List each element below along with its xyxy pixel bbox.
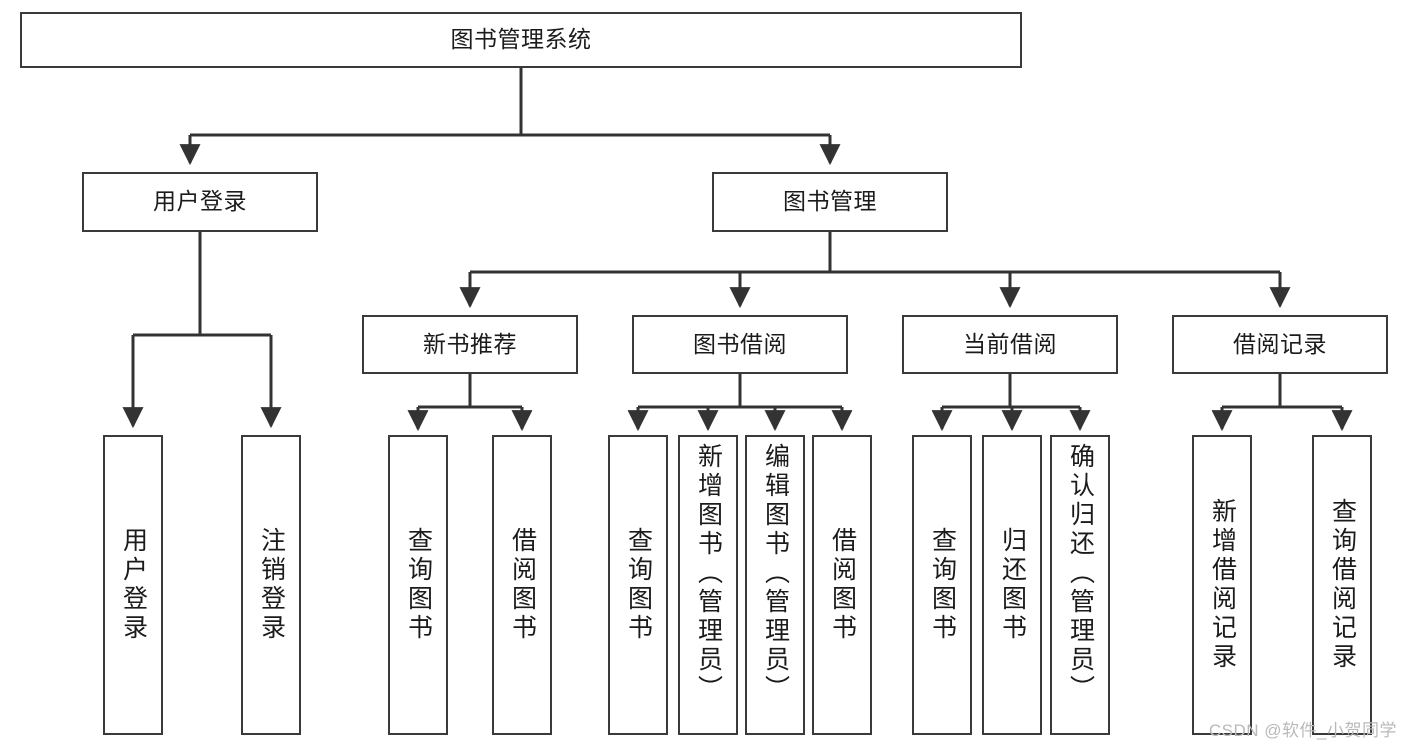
node-leaf-user-login-label: 用户登录 [119, 527, 148, 643]
watermark-text: CSDN @软件_小贺同学 [1208, 721, 1397, 740]
node-leaf-cur-query-book-label: 查询图书 [928, 527, 957, 643]
node-leaf-cur-return-book-label: 归还图书 [998, 527, 1027, 643]
node-leaf-rec-borrow-book-label: 借阅图书 [508, 527, 537, 643]
node-leaf-borrow-query-book[interactable]: 查询图书 [608, 435, 668, 735]
node-leaf-cur-confirm-return[interactable]: 确认归还（管理员） [1050, 435, 1110, 735]
node-root-label: 图书管理系统 [450, 26, 592, 53]
node-leaf-user-logout[interactable]: 注销登录 [241, 435, 301, 735]
node-user-login[interactable]: 用户登录 [82, 172, 318, 232]
node-leaf-rec-add-record[interactable]: 新增借阅记录 [1192, 435, 1252, 735]
node-book-manage[interactable]: 图书管理 [712, 172, 948, 232]
node-leaf-rec-query-book[interactable]: 查询图书 [388, 435, 448, 735]
node-leaf-rec-add-record-label: 新增借阅记录 [1208, 498, 1237, 672]
node-leaf-user-login[interactable]: 用户登录 [103, 435, 163, 735]
node-leaf-borrow-borrow-book[interactable]: 借阅图书 [812, 435, 872, 735]
node-leaf-borrow-add-book-label: 新增图书（管理员） [694, 443, 723, 704]
node-leaf-borrow-edit-book[interactable]: 编辑图书（管理员） [745, 435, 805, 735]
node-leaf-cur-query-book[interactable]: 查询图书 [912, 435, 972, 735]
node-user-login-label: 用户登录 [153, 188, 247, 215]
node-leaf-rec-query-record-label: 查询借阅记录 [1328, 498, 1357, 672]
node-current-borrow-label: 当前借阅 [963, 330, 1057, 357]
node-book-borrow[interactable]: 图书借阅 [632, 315, 848, 374]
node-leaf-cur-confirm-return-label: 确认归还（管理员） [1066, 443, 1095, 704]
node-leaf-rec-query-record[interactable]: 查询借阅记录 [1312, 435, 1372, 735]
node-borrow-record[interactable]: 借阅记录 [1172, 315, 1388, 374]
node-leaf-borrow-add-book[interactable]: 新增图书（管理员） [678, 435, 738, 735]
node-borrow-record-label: 借阅记录 [1233, 330, 1327, 357]
node-new-book-rec[interactable]: 新书推荐 [362, 315, 578, 374]
node-leaf-rec-query-book-label: 查询图书 [404, 527, 433, 643]
node-leaf-rec-borrow-book[interactable]: 借阅图书 [492, 435, 552, 735]
node-leaf-borrow-edit-book-label: 编辑图书（管理员） [761, 443, 790, 704]
node-leaf-borrow-borrow-book-label: 借阅图书 [828, 527, 857, 643]
node-current-borrow[interactable]: 当前借阅 [902, 315, 1118, 374]
node-leaf-borrow-query-book-label: 查询图书 [624, 527, 653, 643]
node-leaf-user-logout-label: 注销登录 [257, 527, 286, 643]
node-root[interactable]: 图书管理系统 [20, 12, 1022, 68]
node-book-manage-label: 图书管理 [783, 188, 877, 215]
node-leaf-cur-return-book[interactable]: 归还图书 [982, 435, 1042, 735]
node-new-book-rec-label: 新书推荐 [423, 330, 517, 357]
node-book-borrow-label: 图书借阅 [693, 330, 787, 357]
